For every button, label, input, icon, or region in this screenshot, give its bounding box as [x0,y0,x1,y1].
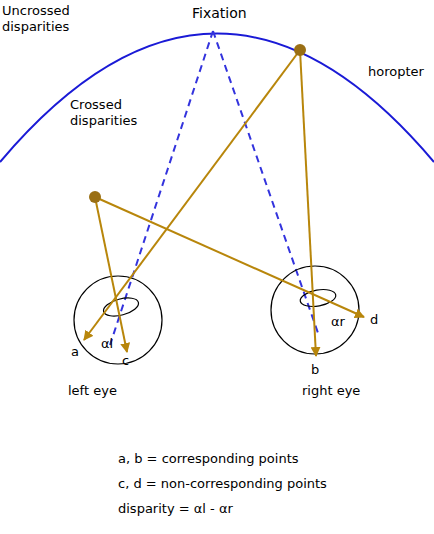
eye-label: left eye [68,383,158,399]
horopter-label: horopter [368,64,434,80]
horopter-arc [0,34,434,163]
left-eyeball [74,276,162,364]
retina-point-label: b [311,362,331,378]
retina-point-label: d [370,312,390,328]
legend-note: c, d = non-corresponding points [118,476,418,492]
ray-to-d [95,197,364,317]
region-label: Crossed disparities [70,97,150,129]
retina-point-label: c [122,353,142,369]
region-label: Uncrossed disparities [2,3,82,35]
retina-point-label: a [71,344,91,360]
ray-to-b [300,50,316,356]
angle-label: αr [331,314,361,330]
legend-note: a, b = corresponding points [118,451,418,467]
near-point [89,191,101,203]
ray-to-c [95,197,127,352]
eye-label: right eye [302,383,392,399]
legend-note: disparity = αl - αr [118,501,418,517]
far-point [294,44,306,56]
fixation-label: Fixation [192,5,272,21]
angle-label: αl [101,336,131,352]
